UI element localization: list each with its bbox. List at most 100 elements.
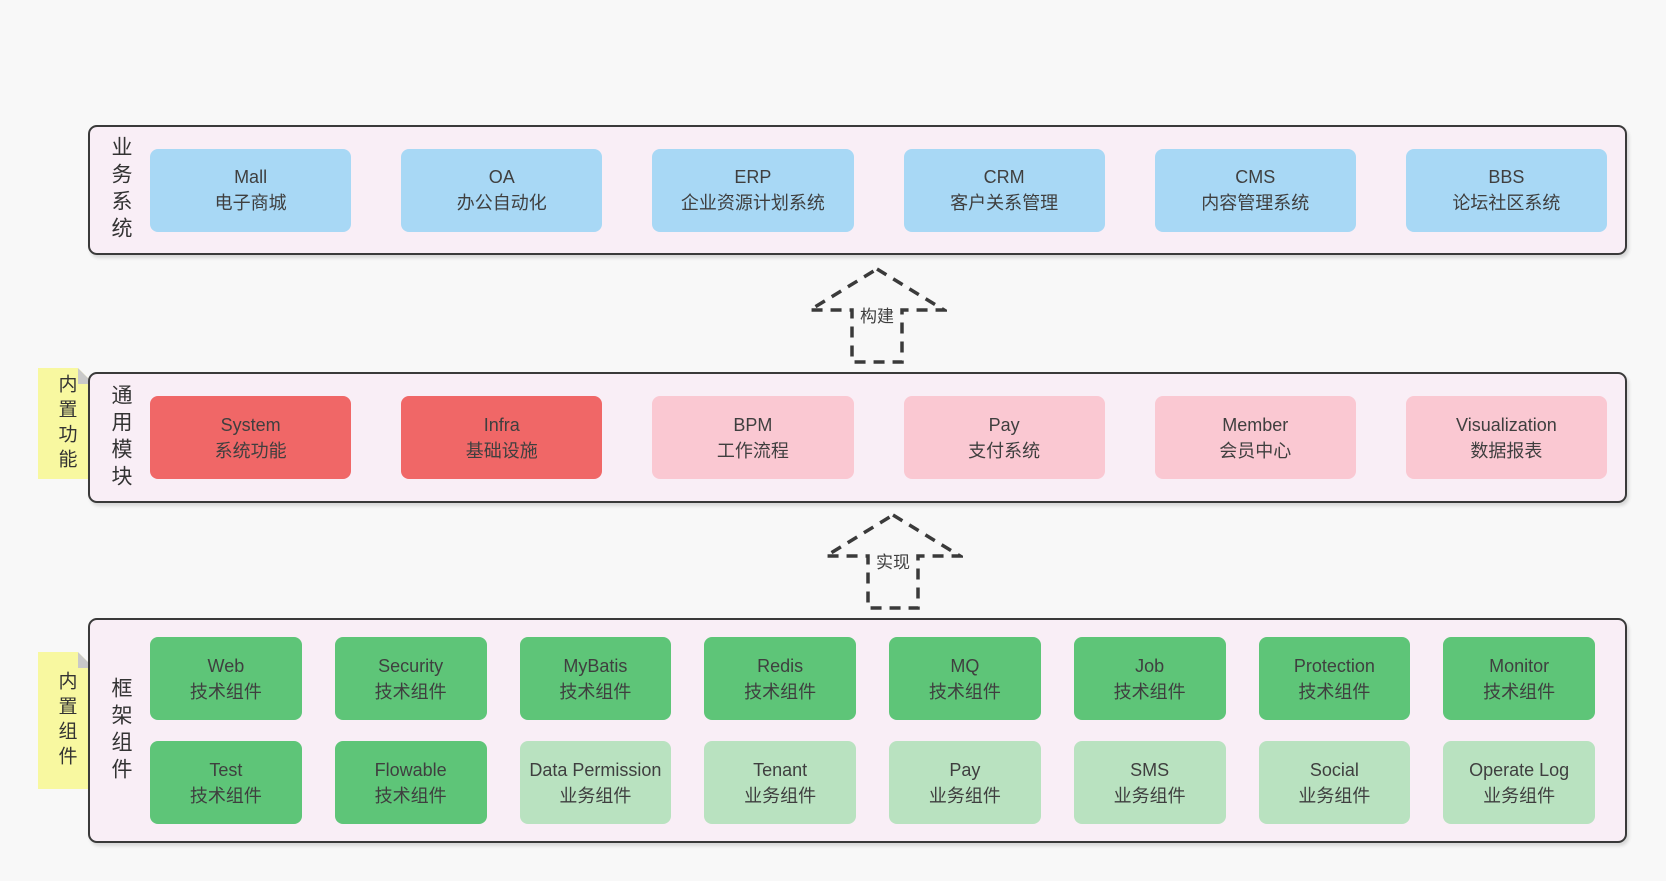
card-title: OA [488,167,515,187]
sticky-note-text: 内置功能 [55,373,77,474]
card-subtitle: 客户关系管理 [950,193,1059,213]
card-subtitle: 工作流程 [716,440,789,461]
sticky-note-builtin-features: 内置功能 [38,368,94,479]
card-subtitle: 技术组件 [189,785,262,806]
card-title: Security [378,655,444,676]
arrow-implement: 实现 [823,512,963,612]
card-subtitle: 业务组件 [744,785,817,806]
card-mybatis: MyBatis 技术组件 [519,637,672,720]
card-subtitle: 内容管理系统 [1201,193,1310,213]
card-flowable: Flowable 技术组件 [334,741,487,824]
card-title: CRM [983,167,1025,187]
card-title: Member [1222,414,1289,435]
sticky-note-builtin-components: 内置组件 [38,652,94,789]
card-title: Redis [757,655,804,676]
arrow-implement-label: 实现 [873,548,913,573]
card-job: Job 技术组件 [1073,637,1226,720]
up-arrow-outline-icon [807,266,947,364]
card-operate-log: Operate Log 业务组件 [1443,741,1595,824]
card-title: Protection [1293,655,1375,676]
card-system: System 系统功能 [150,396,352,479]
card-redis: Redis 技术组件 [704,637,856,720]
card-title: CMS [1235,167,1276,187]
card-subtitle: 业务组件 [559,785,632,806]
card-crm: CRM 客户关系管理 [903,148,1105,232]
card-protection: Protection 技术组件 [1258,637,1411,720]
card-title: System [220,414,281,435]
card-pay: Pay 业务组件 [889,741,1041,824]
card-title: Operate Log [1469,759,1570,780]
card-subtitle: 业务组件 [1113,785,1186,806]
card-subtitle: 技术组件 [189,681,262,702]
card-title: Web [207,655,245,676]
card-title: Mall [234,167,268,187]
up-arrow-outline-icon [823,512,963,610]
card-subtitle: 业务组件 [1483,785,1556,806]
tier-common-modules: 通用模块 System 系统功能 Infra 基础设施 BPM 工作流程 Pay 支付系统 Me… [88,372,1627,503]
card-tenant: Tenant 业务组件 [704,741,856,824]
card-subtitle: 电子商城 [214,193,287,213]
card-subtitle: 办公自动化 [456,193,547,213]
card-title: ERP [734,167,772,187]
card-subtitle: 数据报表 [1470,440,1543,461]
card-infra: Infra 基础设施 [401,396,603,479]
card-subtitle: 技术组件 [559,681,632,702]
card-subtitle: 技术组件 [744,681,817,702]
card-title: Flowable [374,759,447,780]
card-subtitle: 技术组件 [1298,681,1371,702]
card-subtitle: 技术组件 [1483,681,1556,702]
tier-label-business-systems: 业务系统 [109,136,132,244]
card-member: Member 会员中心 [1154,396,1356,479]
card-title: Infra [483,414,520,435]
card-subtitle: 论坛社区系统 [1452,193,1561,213]
card-title: Tenant [753,759,808,780]
card-erp: ERP 企业资源计划系统 [652,148,854,232]
card-title: Test [209,759,243,780]
card-subtitle: 基础设施 [465,440,538,461]
card-social: Social 业务组件 [1258,741,1411,824]
card-title: Job [1135,655,1165,676]
card-title: BBS [1488,167,1525,187]
business-card-grid: Mall 电子商城 OA 办公自动化 ERP 企业资源计划系统 CRM 客户关系管理 CMS 内容… [150,127,1625,253]
card-test: Test 技术组件 [150,741,302,824]
card-subtitle: 业务组件 [928,785,1001,806]
card-web: Web 技术组件 [150,637,302,720]
card-title: Social [1309,759,1359,780]
card-bbs: BBS 论坛社区系统 [1405,148,1607,232]
arrow-build: 构建 [807,266,947,366]
card-title: Data Permission [529,759,662,780]
card-subtitle: 技术组件 [928,681,1001,702]
card-cms: CMS 内容管理系统 [1154,148,1356,232]
card-title: MQ [950,655,980,676]
card-title: Visualization [1456,414,1557,435]
card-title: Pay [949,759,981,780]
card-subtitle: 技术组件 [374,785,447,806]
card-oa: OA 办公自动化 [401,148,603,232]
card-subtitle: 业务组件 [1298,785,1371,806]
modules-card-grid: System 系统功能 Infra 基础设施 BPM 工作流程 Pay 支付系统 Member 会… [150,374,1625,501]
tier-label-common-modules: 通用模块 [109,383,132,492]
card-mall: Mall 电子商城 [150,148,352,232]
card-subtitle: 支付系统 [968,440,1041,461]
card-title: BPM [733,414,773,435]
card-bpm: BPM 工作流程 [652,396,854,479]
card-subtitle: 企业资源计划系统 [680,193,825,213]
card-title: Monitor [1489,655,1550,676]
card-title: Pay [988,414,1020,435]
card-monitor: Monitor 技术组件 [1443,637,1595,720]
tier-business-systems: 业务系统 Mall 电子商城 OA 办公自动化 ERP 企业资源计划系统 CRM 客户关系管理… [88,125,1627,255]
sticky-note-text: 内置组件 [55,670,77,771]
card-pay: Pay 支付系统 [903,396,1105,479]
tier-label-framework-components: 框架组件 [109,676,132,785]
card-mq: MQ 技术组件 [889,637,1041,720]
card-data-permission: Data Permission 业务组件 [519,741,672,824]
card-subtitle: 会员中心 [1219,440,1292,461]
card-visualization: Visualization 数据报表 [1405,396,1607,479]
card-subtitle: 技术组件 [1113,681,1186,702]
card-title: MyBatis [563,655,628,676]
card-subtitle: 系统功能 [214,440,287,461]
